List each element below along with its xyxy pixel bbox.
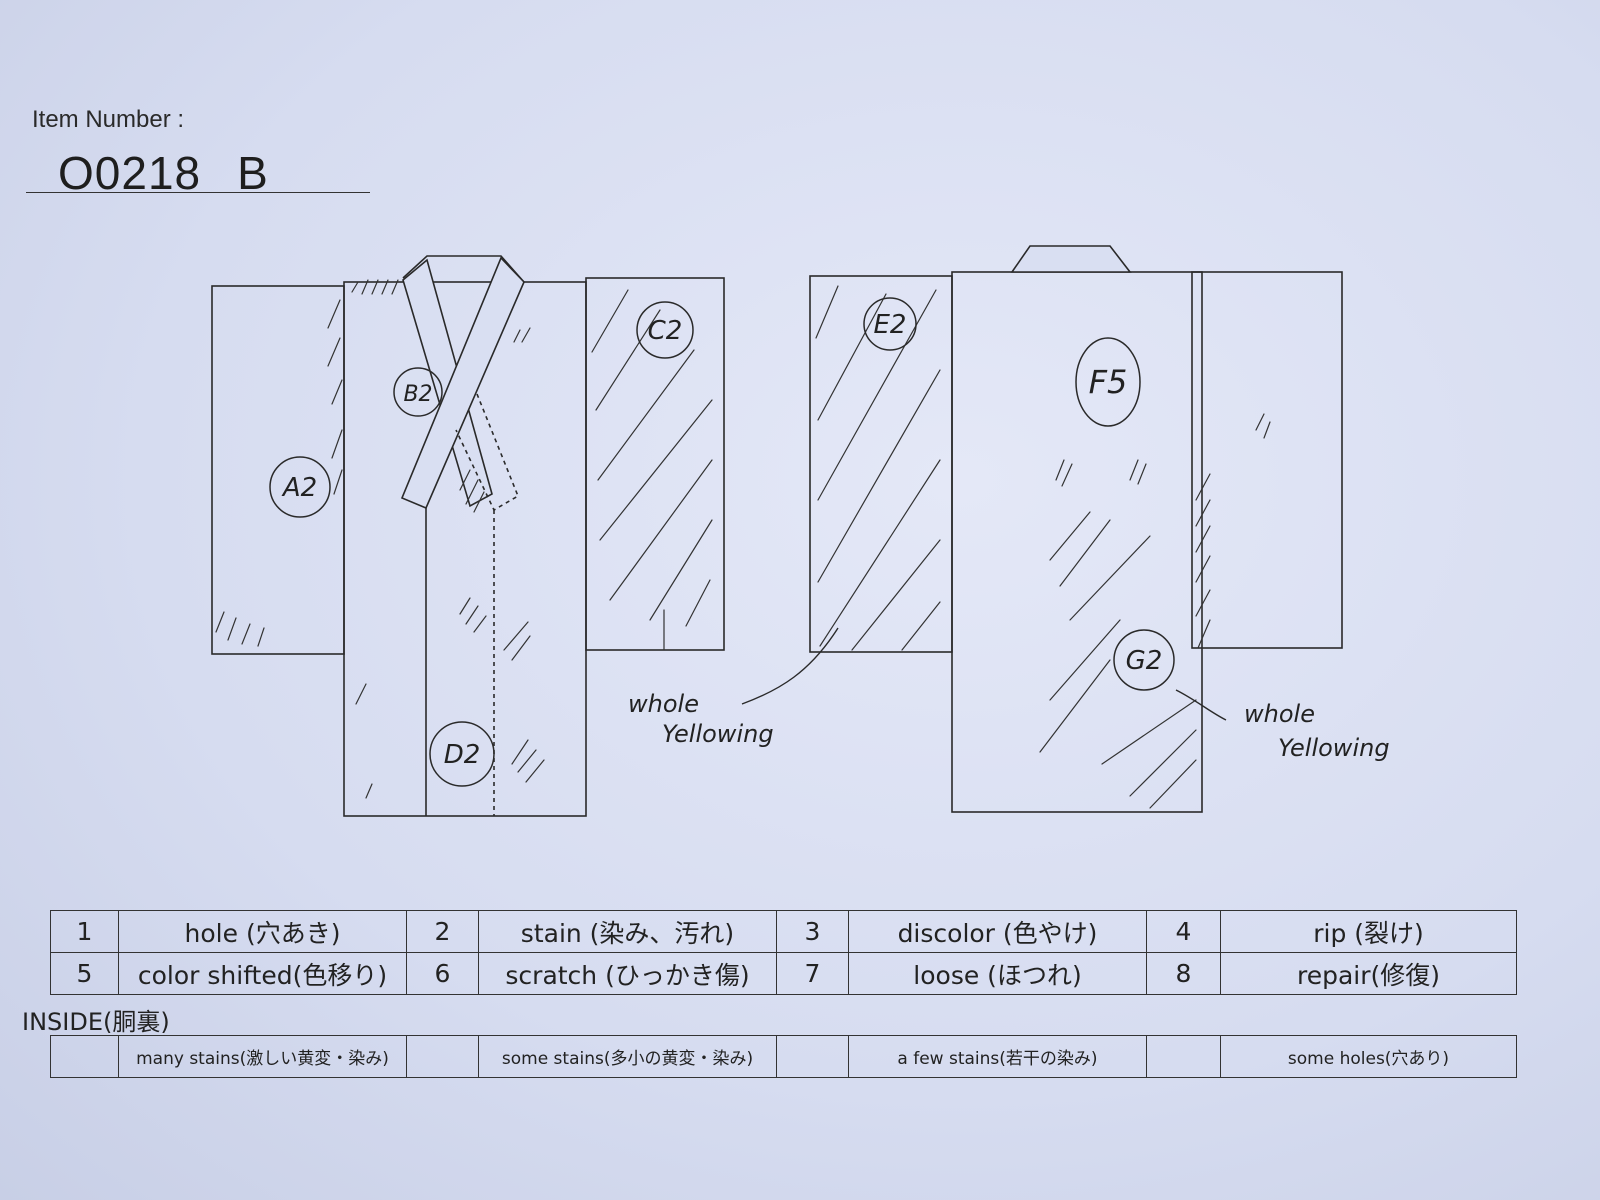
legend-number: 8: [1146, 952, 1221, 995]
mark-label: E2: [874, 310, 907, 340]
inside-checkbox-some-stains[interactable]: [406, 1035, 479, 1078]
legend-number: 4: [1146, 910, 1221, 953]
inside-option-label: a few stains(若干の染み): [848, 1035, 1147, 1078]
front-note-line2: Yellowing: [662, 720, 774, 748]
inside-option-label: some holes(穴あり): [1220, 1035, 1517, 1078]
note-leader-lines: [741, 627, 1227, 721]
back-right-sleeve: [1191, 271, 1343, 649]
item-number-code: O0218: [58, 147, 202, 199]
item-number-suffix: B: [237, 147, 269, 199]
legend-number: 5: [50, 952, 119, 995]
back-collar: [1010, 245, 1132, 273]
legend-number: 7: [776, 952, 849, 995]
mark-c2-circle: [636, 301, 694, 359]
item-number-value: O0218 B: [58, 146, 269, 200]
legend-label: repair(修復): [1220, 952, 1517, 995]
legend-label: discolor (色やけ): [848, 910, 1147, 953]
mark-f5-circle: [1075, 337, 1141, 427]
legend-number: 1: [50, 910, 119, 953]
inside-condition-table: many stains(激しい黄変・染み) some stains(多小の黄変・…: [50, 1035, 1517, 1078]
legend-number: 6: [406, 952, 479, 995]
legend-label: color shifted(色移り): [118, 952, 407, 995]
inner-collar-dashed: [455, 393, 520, 512]
kimono-front: [211, 255, 725, 817]
mark-label: D2: [444, 740, 481, 770]
mark-label: C2: [648, 316, 683, 346]
table-row: 1 hole (穴あき) 2 stain (染み、汚れ) 3 discolor …: [50, 910, 1517, 953]
back-note-line2: Yellowing: [1278, 734, 1390, 762]
inside-checkbox-few-stains[interactable]: [776, 1035, 849, 1078]
back-body: [951, 271, 1203, 813]
inside-checkbox-many-stains[interactable]: [50, 1035, 119, 1078]
kimono-back: [809, 245, 1343, 813]
legend-number: 2: [406, 910, 479, 953]
front-right-sleeve: [585, 277, 725, 651]
mark-e2-circle: [863, 297, 917, 351]
table-row: many stains(激しい黄変・染み) some stains(多小の黄変・…: [50, 1035, 1517, 1078]
item-number-underline: [26, 192, 370, 193]
back-note-line1: whole: [1244, 700, 1315, 728]
defect-legend-table: 1 hole (穴あき) 2 stain (染み、汚れ) 3 discolor …: [50, 910, 1517, 995]
legend-label: scratch (ひっかき傷): [478, 952, 777, 995]
mark-label: G2: [1126, 646, 1163, 676]
mark-label: A2: [281, 473, 317, 503]
inside-option-label: many stains(激しい黄変・染み): [118, 1035, 407, 1078]
yellowing-notes: whole Yellowing whole Yellowing: [628, 690, 1390, 762]
back-note-leader: [1175, 689, 1227, 721]
damage-mark-circles: [269, 297, 1175, 787]
mark-label: B2: [403, 382, 432, 407]
legend-label: stain (染み、汚れ): [478, 910, 777, 953]
stain-hatching: [215, 279, 1271, 809]
mark-b2-circle: [393, 367, 443, 417]
damage-mark-labels: A2 B2 C2 D2 E2 F5 G2: [281, 310, 1163, 770]
table-row: 5 color shifted(色移り) 6 scratch (ひっかき傷) 7…: [50, 952, 1517, 995]
legend-label: hole (穴あき): [118, 910, 407, 953]
inside-option-label: some stains(多小の黄変・染み): [478, 1035, 777, 1078]
mark-d2-circle: [429, 721, 495, 787]
inside-checkbox-some-holes[interactable]: [1146, 1035, 1221, 1078]
mark-a2-circle: [269, 456, 331, 518]
legend-label: loose (ほつれ): [848, 952, 1147, 995]
front-note-line1: whole: [628, 690, 699, 718]
legend-number: 3: [776, 910, 849, 953]
front-note-leader: [741, 627, 839, 705]
mark-label: F5: [1089, 363, 1128, 401]
mark-g2-circle: [1113, 629, 1175, 691]
legend-label: rip (裂け): [1220, 910, 1517, 953]
inside-section-title: INSIDE(胴裏): [22, 1008, 170, 1036]
item-number-label: Item Number :: [32, 106, 185, 133]
collar-band-right: [400, 256, 525, 510]
